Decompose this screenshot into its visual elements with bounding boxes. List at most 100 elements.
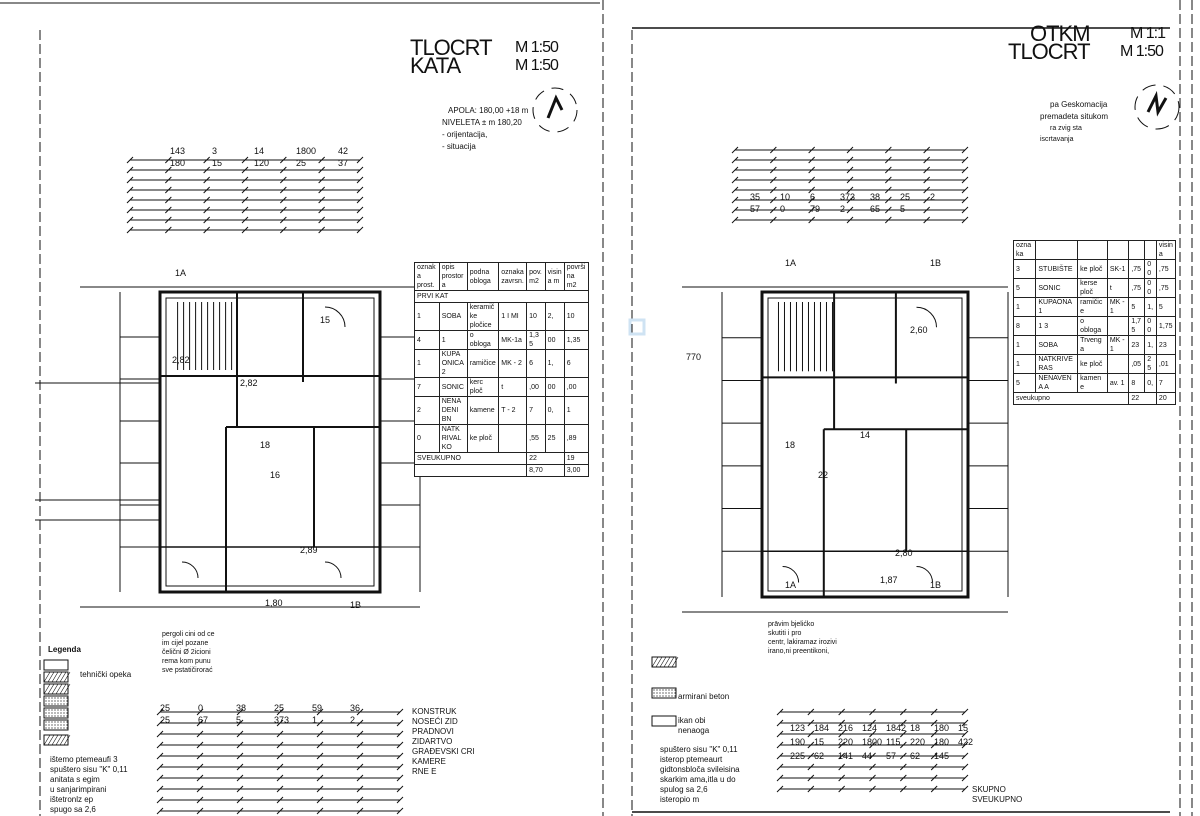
legend-swatch-dot xyxy=(66,727,68,729)
dimension-line-tick xyxy=(769,186,777,194)
note-line: isterop ptemeaurt xyxy=(660,755,723,764)
legend-swatch-dot xyxy=(48,712,50,714)
table-cell: 1, xyxy=(1144,335,1157,355)
legend-swatch-hatch xyxy=(55,734,63,746)
dimension-label: 18 xyxy=(910,723,921,733)
table-cell: ke ploč xyxy=(1077,259,1108,279)
table-cell: 23 xyxy=(1128,335,1146,355)
table-section: PRVI KAT xyxy=(414,290,589,303)
dimension-label: 14 xyxy=(254,146,265,156)
dimension-line-tick xyxy=(396,763,404,771)
note-line: rema kom punu xyxy=(162,658,211,665)
dimension-line-tick xyxy=(164,156,172,164)
table-cell: 1 xyxy=(414,349,440,378)
dimension-line-tick xyxy=(276,730,284,738)
dimension-line-tick xyxy=(961,166,969,174)
table-cell: STUBIŠTE xyxy=(1035,259,1079,279)
header-cell: opis prostora xyxy=(438,262,468,291)
dimension-label: 216 xyxy=(838,723,854,733)
dimension-line-tick xyxy=(807,719,815,727)
legend-swatch-dot xyxy=(668,692,670,694)
dimension-line-tick xyxy=(164,166,172,174)
table-cell: o obloga xyxy=(1077,316,1108,336)
dimension-line-tick xyxy=(126,206,134,214)
legend-swatch-hatch xyxy=(671,656,679,668)
note-line: spuštero sisu "K" 0,11 xyxy=(660,745,738,754)
dimension-line-tick xyxy=(356,176,364,184)
door-swing-icon xyxy=(782,566,800,583)
table-cell: 23 xyxy=(1155,335,1177,355)
table-cell: 5 xyxy=(1155,297,1177,317)
dimension-line-tick xyxy=(807,730,815,738)
dimension-line-tick xyxy=(884,196,892,204)
dimension-line-tick xyxy=(846,166,854,174)
note-line: spulog sa 2,6 xyxy=(660,785,708,794)
dimension-line-tick xyxy=(930,774,938,782)
legend-swatch-dot xyxy=(656,689,658,691)
legend-swatch xyxy=(43,671,69,683)
dimension-line-tick xyxy=(869,774,876,782)
legend-swatch-dot xyxy=(665,692,667,694)
note-line: KONSTRUK xyxy=(412,707,457,716)
table-cell: 1 xyxy=(1012,354,1037,374)
header-cell: pov. m2 xyxy=(526,262,546,291)
dimension-line-tick xyxy=(316,730,324,738)
legend-swatch-hatch xyxy=(43,683,51,695)
dimension-label: 184 xyxy=(814,723,830,733)
dimension-line-tick xyxy=(838,752,846,760)
dimension-line-tick xyxy=(241,176,249,184)
scale-label: M 1:50 xyxy=(1120,43,1164,60)
note-line: čelični Ø 2icioni xyxy=(162,649,211,656)
plan-label: 1,80 xyxy=(265,598,283,608)
dimension-line-tick xyxy=(838,785,846,793)
table-cell: 00 xyxy=(1144,278,1157,298)
dimension-line-tick xyxy=(126,176,134,184)
dimension-line-tick xyxy=(838,719,846,727)
table-cell: 8 xyxy=(1012,316,1037,336)
dimension-label: 190 xyxy=(790,737,806,747)
table-cell: 25 xyxy=(1144,354,1157,374)
table-cell: 7 xyxy=(1155,373,1177,393)
note-line: RNE E xyxy=(412,767,437,776)
legend-swatch-dot xyxy=(662,692,664,694)
dimension-label: 5 xyxy=(236,715,242,725)
legend-swatch-dot xyxy=(662,689,664,691)
dimension-line-tick xyxy=(316,752,324,760)
dimension-line-tick xyxy=(276,741,284,749)
header-cell: oznaka zavrsn. xyxy=(498,262,528,291)
legend-swatch-dot xyxy=(66,709,68,711)
table-cell xyxy=(1106,354,1130,374)
dimension-line-tick xyxy=(884,206,892,214)
dimension-line-tick xyxy=(769,166,777,174)
table-cell: t xyxy=(498,377,528,397)
dimension-line-tick xyxy=(203,186,211,194)
dimension-line-tick xyxy=(236,796,244,804)
dimension-line-tick xyxy=(356,166,364,174)
legend-swatch-dot xyxy=(51,709,53,711)
dimension-line-tick xyxy=(396,785,404,793)
dimension-line-tick xyxy=(156,774,164,782)
table-cell: 1 xyxy=(414,302,440,331)
legend-swatch-dot xyxy=(674,695,676,697)
dimension-line-tick xyxy=(318,156,326,164)
legend-swatch-dot xyxy=(674,692,676,694)
dimension-line-tick xyxy=(808,206,816,214)
legend-swatch-dot xyxy=(665,689,667,691)
note-line: centr, lakiramaz irozivi xyxy=(768,639,837,646)
note-line: spugo sa 2,6 xyxy=(50,805,96,814)
table-cell: ,00 xyxy=(526,377,546,397)
dimension-line-tick xyxy=(156,752,164,760)
dimension-line-tick xyxy=(164,226,172,234)
dimension-label: 180 xyxy=(934,723,950,733)
legend-swatch xyxy=(43,695,69,707)
legend-swatch xyxy=(43,659,69,671)
dimension-line-tick xyxy=(899,741,907,749)
legend-swatch-hatch xyxy=(55,683,63,695)
dimension-line-tick xyxy=(846,186,854,194)
dimension-line-tick xyxy=(846,156,854,164)
